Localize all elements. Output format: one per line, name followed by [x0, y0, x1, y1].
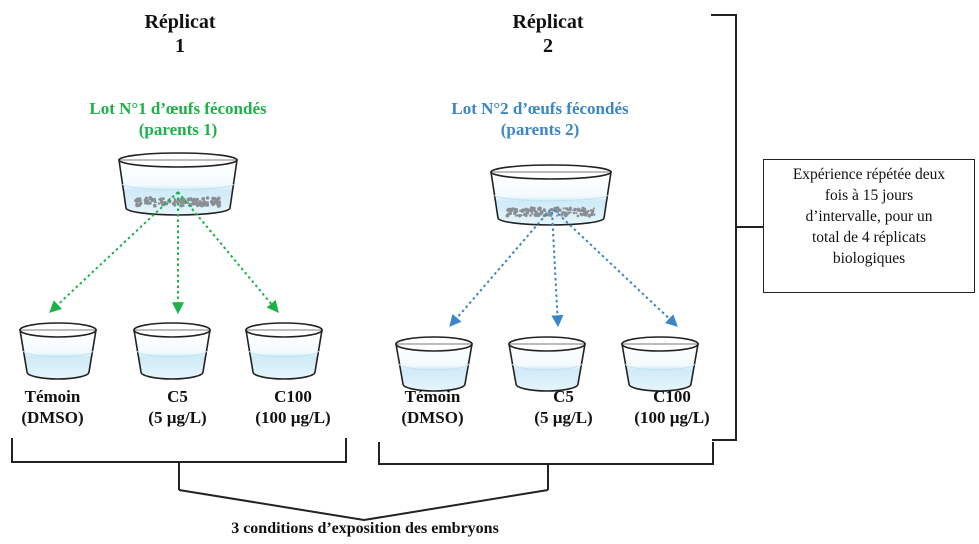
condition-temoin-1: Témoin (DMSO) [5, 386, 100, 428]
replicat-1-title-line2: 1 [175, 35, 185, 57]
fertilized-eggs [505, 206, 596, 218]
note-line: biologiques [832, 250, 906, 267]
dish-c100-1 [245, 322, 323, 380]
replicat-1-title-line1: Réplicat [144, 11, 216, 33]
repetition-note: Expérience répétée deux fois à 15 jours … [763, 159, 975, 293]
distribution-arrows-1 [49, 191, 279, 315]
dish-c5-1 [133, 322, 211, 380]
bracket-replicat-2 [378, 442, 714, 465]
note-line: Expérience répétée deux [792, 166, 946, 183]
condition-detail: (100 µg/L) [255, 408, 331, 427]
dish-temoin-2 [395, 336, 473, 392]
arrow-2-c100 [553, 209, 678, 327]
fertilized-eggs [134, 196, 222, 208]
condition-detail: (5 µg/L) [148, 408, 207, 427]
replicat-2-title: Réplicat 2 [488, 10, 608, 58]
condition-temoin-2: Témoin (DMSO) [385, 386, 480, 428]
bracket-replicat-1 [11, 438, 347, 463]
note-line: fois à 15 jours [824, 187, 914, 204]
dish-temoin-1 [19, 322, 97, 380]
condition-name: C100 [653, 387, 691, 406]
lot-1-label: Lot N°1 d’œufs fécondés (parents 1) [58, 98, 298, 140]
condition-c5-2: C5 (5 µg/L) [516, 386, 611, 428]
lot-2-line1: Lot N°2 d’œufs fécondés [451, 99, 629, 118]
lot-2-label: Lot N°2 d’œufs fécondés (parents 2) [420, 98, 660, 140]
lot-1-line2: (parents 1) [138, 120, 218, 139]
condition-detail: (DMSO) [21, 408, 84, 427]
replicat-1-title: Réplicat 1 [120, 10, 240, 58]
condition-detail: (DMSO) [401, 408, 464, 427]
distribution-arrows-2 [449, 209, 678, 328]
petri-dish [118, 152, 238, 216]
condition-name: Témoin [404, 387, 461, 406]
condition-c5-1: C5 (5 µg/L) [130, 386, 225, 428]
arrow-2-c5 [551, 211, 564, 328]
combined-bracket [178, 489, 549, 522]
replicat-2-title-line1: Réplicat [512, 11, 584, 33]
lot-2-line2: (parents 2) [500, 120, 580, 139]
note-line: d’intervalle, pour un [805, 208, 933, 225]
dish-c100-2 [621, 336, 699, 392]
condition-detail: (5 µg/L) [534, 408, 593, 427]
arrow-1-c100 [177, 191, 279, 313]
lot-1-line1: Lot N°1 d’œufs fécondés [89, 99, 267, 118]
condition-name: C5 [167, 387, 188, 406]
condition-name: C5 [553, 387, 574, 406]
egg-batch-dish-2 [490, 164, 612, 226]
condition-name: C100 [274, 387, 312, 406]
arrow-1-temoin [49, 191, 179, 313]
condition-detail: (100 µg/L) [634, 408, 710, 427]
exposure-dishes [19, 322, 699, 392]
arrow-2-temoin [449, 209, 551, 327]
egg-batch-dish-1 [118, 152, 238, 216]
condition-c100-2: C100 (100 µg/L) [617, 386, 727, 428]
replicat-2-side-bracket [711, 14, 737, 441]
note-line: total de 4 réplicats [811, 229, 927, 246]
condition-name: Témoin [24, 387, 81, 406]
exposure-conditions-caption: 3 conditions d’exposition des embryons [231, 520, 499, 537]
dish-c5-2 [508, 336, 586, 392]
replicat-2-title-line2: 2 [543, 35, 553, 57]
condition-c100-1: C100 (100 µg/L) [238, 386, 348, 428]
petri-dish [490, 164, 612, 226]
